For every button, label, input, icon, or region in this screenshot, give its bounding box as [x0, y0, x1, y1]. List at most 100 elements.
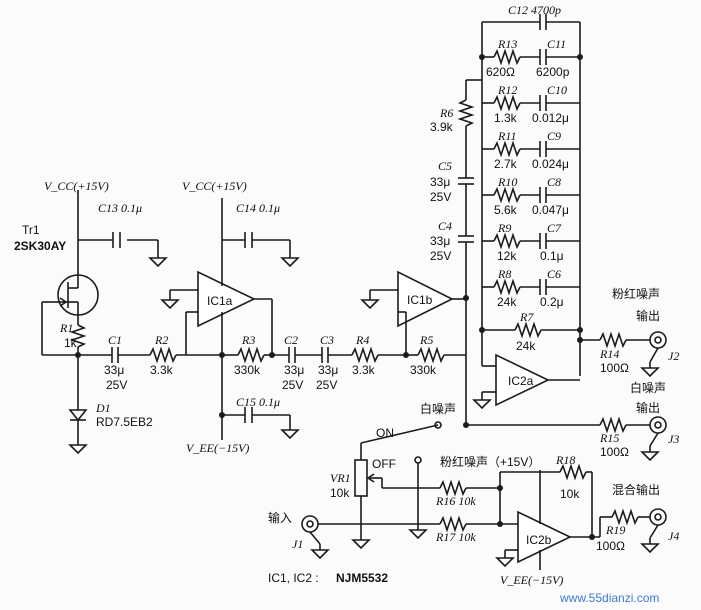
c4-value1: 33μ: [430, 234, 450, 248]
mix-output-label: 混合输出: [612, 482, 660, 497]
j2-jack[interactable]: [649, 331, 667, 349]
c14-label: C14 0.1μ: [236, 201, 280, 215]
r12-value: 1.3k: [494, 111, 518, 125]
r8-label: R8: [497, 267, 511, 281]
c5-label: C5: [438, 159, 452, 173]
c7-value: 0.1μ: [540, 249, 564, 263]
r13-value: 620Ω: [486, 65, 515, 79]
c9-label: C9: [547, 129, 561, 143]
pink-output-subtitle: 输出: [636, 308, 660, 323]
r18-value: 10k: [560, 487, 580, 501]
ic2a-opamp: [495, 353, 550, 407]
ic2a-label: IC2a: [508, 374, 534, 388]
r15-label: R15: [599, 431, 619, 445]
r17-label: R17 10k: [435, 530, 476, 544]
ic-part-number: NJM5532: [336, 571, 388, 585]
r7-value: 24k: [516, 339, 536, 353]
c1-value2: 25V: [106, 378, 127, 392]
c3-value1: 33μ: [318, 363, 338, 377]
ic1a-opamp: [197, 270, 256, 328]
vee-label: V_EE(−15V): [186, 441, 249, 455]
white-output-title: 白噪声: [630, 380, 666, 395]
r10-label: R10: [497, 175, 517, 189]
r9-value: 12k: [497, 249, 517, 263]
r19-value: 100Ω: [596, 539, 625, 553]
switch-on-label: ON: [376, 426, 394, 440]
ic2b-opamp: [517, 510, 572, 564]
c8-value: 0.047μ: [532, 203, 569, 217]
ic1b-label: IC1b: [407, 293, 433, 307]
c11-label: C11: [547, 37, 566, 51]
r15-value: 100Ω: [600, 445, 629, 459]
vr1-pot[interactable]: [354, 459, 368, 497]
r13-label: R13: [497, 37, 517, 51]
vcc1-label: V_CC(+15V): [44, 179, 109, 193]
j1-jack[interactable]: [301, 515, 319, 533]
vr1-label: VR1: [330, 471, 351, 485]
r5-value: 330k: [410, 363, 437, 377]
switch-section: [360, 355, 667, 540]
switch-contact-off[interactable]: [414, 456, 422, 464]
r6-label: R6: [439, 106, 453, 120]
r14-label: R14: [599, 347, 619, 361]
ic1a-section: [160, 198, 300, 440]
r3-value: 330k: [234, 363, 261, 377]
j2-label: J2: [668, 349, 679, 363]
r4-value: 3.3k: [352, 363, 376, 377]
c9-value: 0.024μ: [532, 157, 569, 171]
input-label: 输入: [268, 510, 292, 525]
c6-label: C6: [547, 267, 561, 281]
pink-filter-section: [457, 14, 583, 376]
c12-label: C12 4700p: [508, 3, 561, 17]
c3-label: C3: [320, 333, 334, 347]
j1-label: J1: [292, 537, 303, 551]
j3-jack[interactable]: [649, 416, 667, 434]
c2-value1: 33μ: [284, 363, 304, 377]
r4-label: R4: [355, 333, 369, 347]
r7-label: R7: [519, 310, 534, 324]
pink-plus-label: 粉红噪声（+15V）: [440, 454, 540, 469]
ic2b-label: IC2b: [526, 533, 552, 547]
tr1-label: Tr1: [22, 223, 40, 237]
c2-value2: 25V: [282, 378, 303, 392]
d1-part: RD7.5EB2: [96, 415, 153, 429]
pink-output-title: 粉红噪声: [612, 286, 660, 301]
tr1-section: [41, 190, 168, 455]
j4-jack[interactable]: [649, 508, 667, 526]
r9-label: R9: [497, 221, 511, 235]
tr1-part: 2SK30AY: [14, 239, 66, 253]
c2-label: C2: [284, 333, 298, 347]
c10-label: C10: [547, 83, 567, 97]
r8-value: 24k: [497, 295, 517, 309]
j3-label: J3: [668, 432, 679, 446]
c10-value: 0.012μ: [532, 111, 569, 125]
ic1a-label: IC1a: [207, 294, 233, 308]
r5-label: R5: [419, 333, 433, 347]
r19-label: R19: [605, 523, 625, 537]
ic1b-opamp: [397, 270, 454, 328]
watermark: www.55dianzi.com: [559, 591, 659, 605]
c11-value: 6200p: [536, 65, 570, 79]
vcc2-label: V_CC(+15V): [182, 179, 247, 193]
white-noise-switch-label: 白噪声: [420, 401, 456, 416]
c15-label: C15 0.1μ: [236, 395, 280, 409]
r12-label: R12: [497, 83, 517, 97]
mixer-section: [301, 448, 667, 570]
c1-value1: 33μ: [104, 363, 124, 377]
r2-value: 3.3k: [150, 363, 174, 377]
c4-value2: 25V: [430, 249, 451, 263]
r2-label: R2: [154, 333, 168, 347]
r10-value: 5.6k: [494, 203, 518, 217]
c6-value: 0.2μ: [540, 295, 564, 309]
white-output-subtitle: 输出: [636, 400, 660, 415]
c5-value2: 25V: [430, 190, 451, 204]
c13-label: C13 0.1μ: [98, 201, 142, 215]
ic-note: IC1, IC2 :: [268, 571, 319, 585]
r1-label: R1: [59, 321, 73, 335]
c3-value2: 25V: [316, 378, 337, 392]
d1-label: D1: [95, 401, 111, 415]
switch-lever[interactable]: [360, 424, 439, 444]
r1-value: 1k: [64, 336, 78, 350]
